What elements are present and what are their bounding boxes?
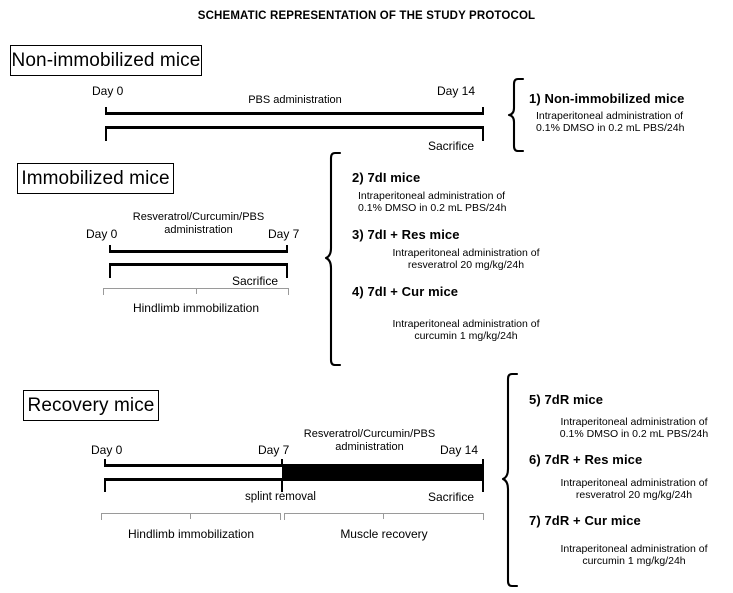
legend-item-title-2: 2) 7dI mice <box>352 170 421 185</box>
legend-item-title-3: 3) 7dI + Res mice <box>352 227 460 242</box>
timeline2-treatment-label-line1: Resveratrol/Curcumin/PBS <box>132 211 265 223</box>
timeline2-start-day-label: Day 0 <box>86 227 118 241</box>
timeline3-span-caption-immobilization: Hindlimb immobilization <box>127 527 255 541</box>
timeline2-end-day-label: Day 7 <box>268 227 300 241</box>
legend-item-desc-2-line1: Intraperitoneal administration of <box>358 190 506 202</box>
curly-brace-group-1 <box>507 77 525 153</box>
legend-item-desc-2-line2: 0.1% DMSO in 0.2 mL PBS/24h <box>358 202 507 214</box>
group-label-text: Non-immobilized mice <box>11 49 201 71</box>
timeline2-treatment-label-line2: administration <box>164 224 233 236</box>
timeline3-end-day-label: Day 14 <box>440 443 479 457</box>
legend-item-desc-7-line2: curcumin 1 mg/kg/24h <box>582 555 686 567</box>
timeline3-treatment-label-line2: administration <box>335 441 404 453</box>
legend-item-title-5: 5) 7dR mice <box>529 392 604 407</box>
legend-item-desc-7-line1: Intraperitoneal administration of <box>560 543 708 555</box>
legend-item-desc-3-line1: Intraperitoneal administration of <box>392 247 540 259</box>
timeline3-start-day-label: Day 0 <box>91 443 123 457</box>
legend-item-desc-1-line1: Intraperitoneal administration of <box>536 110 684 122</box>
timeline2-span-bracket-midtick <box>196 288 198 294</box>
group-label-text: Immobilized mice <box>21 167 170 189</box>
timeline3-bar-segment-immobilization <box>104 464 282 481</box>
legend-item-title-4: 4) 7dI + Cur mice <box>352 284 459 299</box>
page-title: SCHEMATIC REPRESENTATION OF THE STUDY PR… <box>197 10 536 22</box>
timeline3-span-bracket-recovery-midtick <box>383 513 385 519</box>
legend-item-desc-5-line1: Intraperitoneal administration of <box>560 416 708 428</box>
timeline3-treatment-label-line1: Resveratrol/Curcumin/PBS <box>303 428 436 440</box>
legend-item-title-7: 7) 7dR + Cur mice <box>529 513 641 528</box>
timeline3-splint-removal-label: splint removal <box>245 491 316 503</box>
curly-brace-group-3 <box>501 372 519 588</box>
timeline1-treatment-label: PBS administration <box>248 94 342 106</box>
legend-item-desc-4-line2: curcumin 1 mg/kg/24h <box>414 330 518 342</box>
legend-item-desc-4-line1: Intraperitoneal administration of <box>392 318 540 330</box>
group-label-non-immobilized: Non-immobilized mice <box>10 45 202 76</box>
timeline2-bar-segment-treatment <box>109 250 288 266</box>
legend-item-title-1: 1) Non-immobilized mice <box>529 91 685 106</box>
legend-item-desc-1-line2: 0.1% DMSO in 0.2 mL PBS/24h <box>536 122 685 134</box>
legend-item-title-6: 6) 7dR + Res mice <box>529 452 643 467</box>
timeline3-bar-segment-treatment <box>282 464 484 481</box>
legend-item-desc-5-line2: 0.1% DMSO in 0.2 mL PBS/24h <box>559 428 709 440</box>
legend-item-desc-6-line2: resveratrol 20 mg/kg/24h <box>575 489 693 501</box>
group-label-recovery: Recovery mice <box>23 390 159 421</box>
timeline3-mid-day-label: Day 7 <box>258 443 290 457</box>
curly-brace-group-2 <box>324 151 342 367</box>
timeline2-span-caption-immobilization: Hindlimb immobilization <box>132 301 260 315</box>
timeline2-sacrifice-label: Sacrifice <box>232 274 279 288</box>
group-label-text: Recovery mice <box>27 394 155 416</box>
timeline1-end-day-label: Day 14 <box>437 84 476 98</box>
group-label-immobilized: Immobilized mice <box>17 163 174 194</box>
timeline1-start-day-label: Day 0 <box>92 84 124 98</box>
timeline3-span-bracket-immobilization-midtick <box>190 513 192 519</box>
timeline1-bar-segment-pbs <box>105 112 484 129</box>
timeline3-span-caption-recovery: Muscle recovery <box>340 527 428 541</box>
legend-item-desc-6-line1: Intraperitoneal administration of <box>560 477 708 489</box>
timeline3-sacrifice-label: Sacrifice <box>428 490 475 504</box>
timeline1-sacrifice-label: Sacrifice <box>428 139 475 153</box>
legend-item-desc-3-line2: resveratrol 20 mg/kg/24h <box>407 259 525 271</box>
